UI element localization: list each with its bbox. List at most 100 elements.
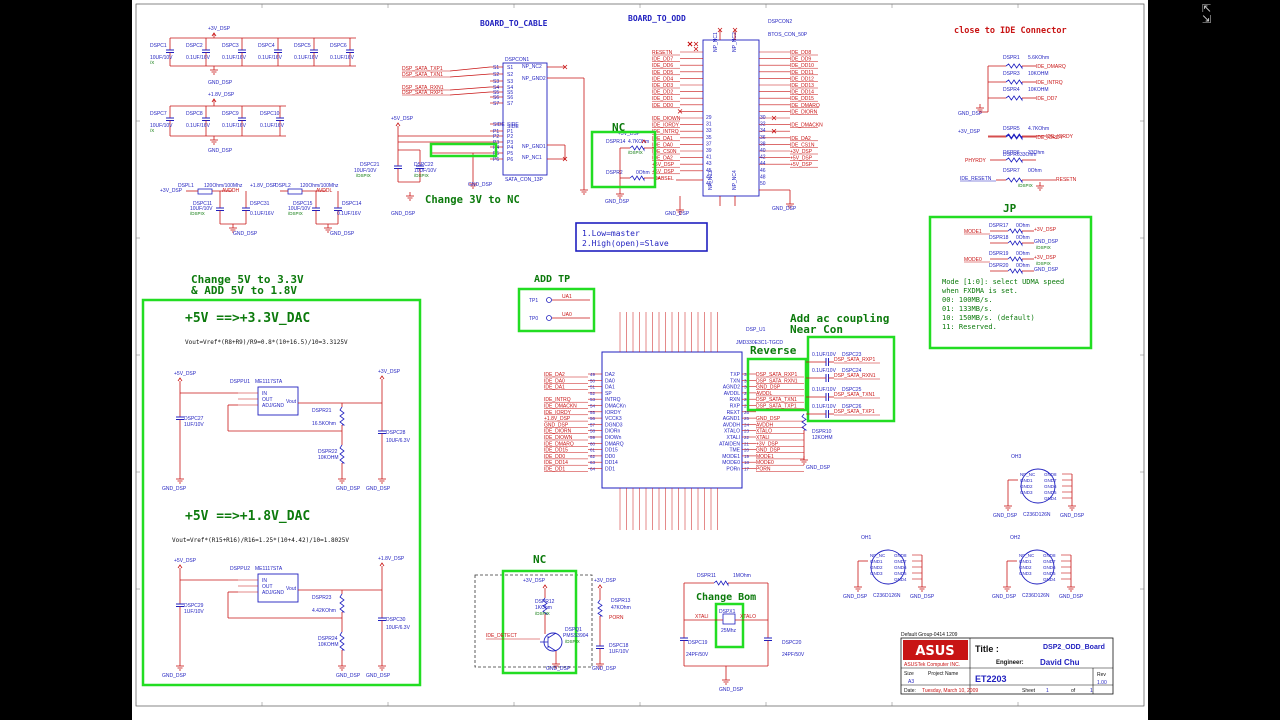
label: DSPC19 <box>688 640 708 646</box>
mode-note: 2.High(open)=Slave <box>582 239 669 248</box>
no-connect-mark <box>771 115 777 121</box>
no-connect-mark <box>687 41 693 47</box>
label: +1.8V_DSP <box>378 556 405 562</box>
net-label: IDE_DA2 <box>652 156 673 162</box>
label: GND5 <box>1043 571 1056 576</box>
resistor <box>629 175 645 182</box>
label: 10UF/10V <box>354 168 377 174</box>
net-label: GND_DSP <box>756 416 781 422</box>
label: DSPC18 <box>609 643 629 649</box>
net-label: GND_DSP <box>756 385 781 391</box>
no-connect-mark <box>732 27 738 33</box>
label: GND3 <box>870 571 883 576</box>
net-label: DSP_SATA_TXN1 <box>402 72 443 78</box>
cap-value: 0.1UF/16V <box>258 55 283 61</box>
pin-number: 29 <box>706 115 712 121</box>
label: 10UF/6.3V <box>386 438 411 444</box>
resistor-value: 33Ohm <box>1028 150 1044 156</box>
label: C236D126N <box>873 593 901 599</box>
net-label: DSP_SATA_RXN1 <box>402 85 444 91</box>
chip-pin: RXN <box>729 397 740 403</box>
sheet-background <box>132 0 1148 720</box>
section-title: close to IDE Connector <box>954 26 1067 36</box>
net-label: +3V_DSP <box>790 149 813 155</box>
regulator-pin: IN <box>262 578 267 584</box>
testpoint-ref: TP1 <box>529 298 538 304</box>
label: GND_DSP <box>330 231 355 237</box>
label: GND_DSP <box>772 206 797 212</box>
chip-pin: AGND2 <box>723 385 740 391</box>
label: +3V_DSP <box>618 131 641 137</box>
label: NP_NC3 <box>708 170 714 190</box>
cap-value: 0.1UF/10V <box>812 352 837 358</box>
wire <box>449 66 491 72</box>
pin-number: 46 <box>760 168 766 174</box>
net-label: DSP_SATA_RXP1 <box>834 357 875 363</box>
rail-label: +3V_DSP <box>1034 255 1057 261</box>
resistor <box>339 406 346 426</box>
label: GND7 <box>1044 478 1057 483</box>
chip-pin-number: 61 <box>590 448 596 453</box>
label: /DSPIX <box>1036 245 1051 250</box>
net-label: IDE_DD14 <box>544 460 568 466</box>
label: GND_DSP <box>958 111 983 117</box>
label: 16.5KOhm <box>312 421 336 427</box>
title-block-frame <box>900 637 1114 695</box>
jp-note-line: when FXDMA is set. <box>942 287 1018 295</box>
label: 10UF/10V <box>288 206 311 212</box>
label: Sheet <box>1022 688 1036 694</box>
label: /DSPIX <box>1036 261 1051 266</box>
jp-note-line: 00: 100MB/s. <box>942 296 993 304</box>
chip-pin: DD1 <box>605 467 615 473</box>
inductor <box>197 188 213 195</box>
cap-value: 0.1UF/16V <box>222 55 247 61</box>
gnd-label: GND_DSP <box>208 80 233 86</box>
no-connect-mark <box>677 109 683 114</box>
label: 12KOHM <box>812 435 833 441</box>
cap-value: 0.1UF/16V <box>260 123 285 129</box>
resistor-ref: DSPR6 <box>1003 150 1020 156</box>
net-label: DSP_SATA_RXP1 <box>756 372 797 378</box>
cap-value: 0.1UF/10V <box>812 404 837 410</box>
pin-number: S6 <box>493 95 499 101</box>
net-label: PORN <box>756 467 771 473</box>
net-label: IDE_DA1 <box>544 385 565 391</box>
label: GND6 <box>1043 565 1056 570</box>
resistor-ref: DSPR5 <box>1003 126 1020 132</box>
label: 4.7KOhm <box>628 139 649 145</box>
cap-ref: DSPC7 <box>150 111 167 117</box>
pin-name: NP_GND2 <box>522 76 546 82</box>
cap-ref: DSPC3 <box>222 43 239 49</box>
regulator-33-formula: Vout=Vref*(R8+R9)/R9=0.8*(10+16.5)/10=3.… <box>185 339 348 346</box>
net-label: IDE_DD2 <box>652 90 673 96</box>
label: DSPC15 <box>293 201 313 207</box>
net-label: IDE_DA0 <box>652 142 673 148</box>
net-label: IDE_DD7 <box>652 57 673 63</box>
label: GND7 <box>1043 559 1056 564</box>
chip-pin: XTALI <box>726 435 740 441</box>
pin-number: 45 <box>706 168 712 174</box>
pin-name: SIDE <box>507 122 519 128</box>
no-connect-mark <box>693 46 699 52</box>
section-title: BOARD_TO_ODD <box>628 14 686 23</box>
net-label: +5V_DSP <box>652 169 675 175</box>
rail-label: GND_DSP <box>1034 267 1059 273</box>
cap-ref: DSPC26 <box>842 404 862 410</box>
chip-pin: ATAIDEN <box>719 441 740 447</box>
label: PHYRDY <box>965 158 987 164</box>
label: /DSPIX <box>1018 183 1033 188</box>
power-arrow <box>177 377 183 382</box>
cap-value: 0.1UF/16V <box>186 55 211 61</box>
pin-number: 39 <box>706 148 712 154</box>
annotation-nc-top: NC <box>612 121 625 134</box>
pin-number: SIDE <box>493 122 505 128</box>
label: ME1117STA <box>255 379 283 385</box>
pin-name: P3 <box>507 140 513 146</box>
resistor <box>339 631 346 651</box>
net-label: IDE_CS0N <box>652 149 677 155</box>
expand-arrows-icon[interactable]: ⇱⇲ <box>1202 2 1212 26</box>
net-label: XTALO <box>756 429 772 435</box>
highlight-ac-coupling <box>806 335 896 423</box>
inductor-ref: DSPL2 <box>275 183 291 189</box>
chip-pin-number: 53 <box>590 397 596 402</box>
